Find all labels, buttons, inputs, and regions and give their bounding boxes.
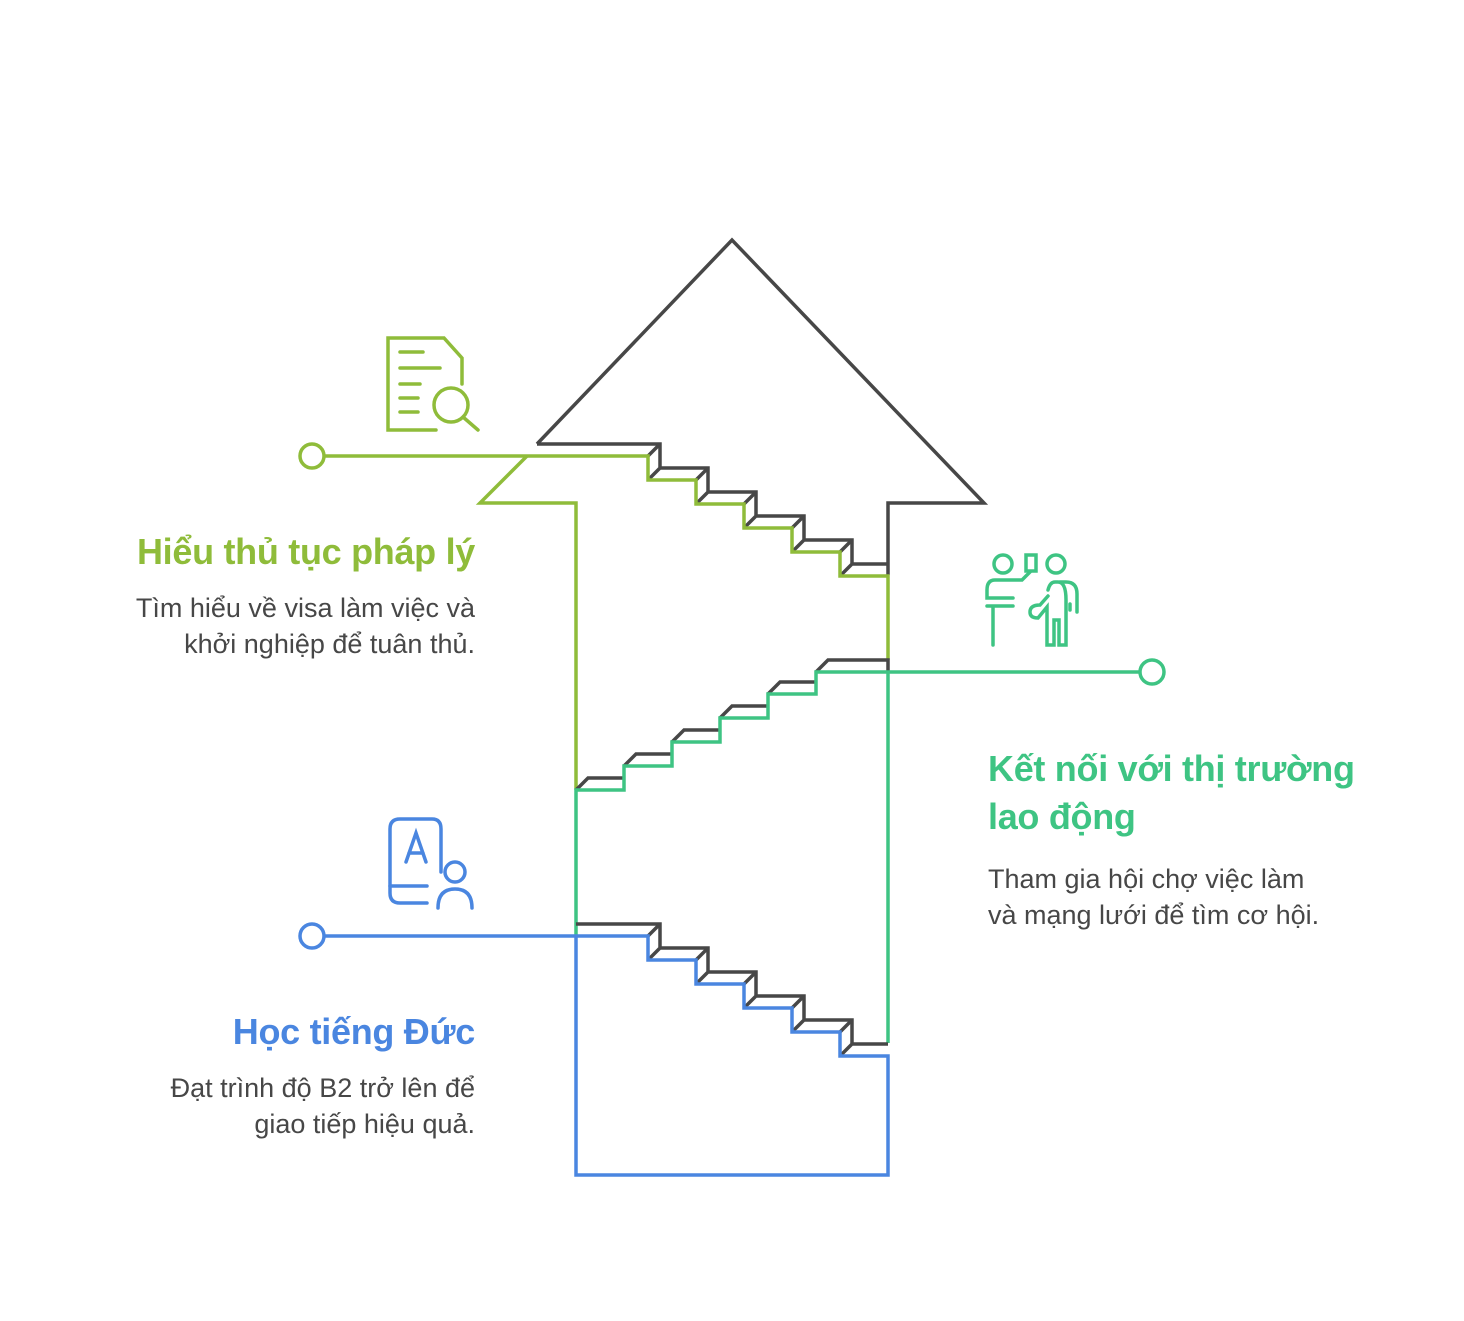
document-search-icon — [386, 336, 480, 432]
market-connector-dot — [1138, 658, 1166, 686]
description-line: Tham gia hội chợ việc làm — [988, 864, 1305, 894]
legal-connector-line — [325, 454, 890, 660]
language-connector-dot — [298, 922, 326, 950]
arrow-head-outline — [535, 237, 989, 575]
description-line: giao tiếp hiệu quả. — [254, 1109, 475, 1139]
language-step-title: Học tiếng Đức — [232, 1011, 476, 1052]
legal-step-text: Hiểu thủ tục pháp lý Tìm hiểu về visa là… — [136, 528, 475, 662]
language-learner-icon — [388, 817, 474, 910]
lower-stairs-outline — [576, 922, 888, 1058]
description-line: Đạt trình độ B2 trở lên để — [170, 1073, 475, 1103]
market-step-description: Tham gia hội chợ việc làm và mạng lưới đ… — [988, 861, 1355, 933]
title-line: Kết nối với thị trường — [988, 748, 1355, 789]
legal-step-description: Tìm hiểu về visa làm việc và khởi nghiệp… — [136, 590, 475, 662]
title-line: lao động — [988, 796, 1136, 837]
description-line: khởi nghiệp để tuân thủ. — [184, 629, 475, 659]
market-step-title: Kết nối với thị trường lao động — [988, 745, 1355, 841]
legal-step-title: Hiểu thủ tục pháp lý — [136, 531, 475, 572]
legal-connector-dot — [298, 442, 326, 470]
language-step-text: Học tiếng Đức Đạt trình độ B2 trở lên để… — [171, 1008, 476, 1142]
upper-stairs-outline — [537, 442, 888, 578]
market-stairs-line — [574, 670, 1140, 1043]
middle-stairs-outline — [574, 658, 890, 792]
legal-arrow-wing — [475, 454, 578, 790]
language-step-description: Đạt trình độ B2 trở lên để giao tiếp hiệ… — [171, 1070, 475, 1142]
description-line: và mạng lưới để tìm cơ hội. — [988, 900, 1320, 930]
description-line: Tìm hiểu về visa làm việc và — [135, 593, 475, 623]
market-step-text: Kết nối với thị trường lao động Tham gia… — [988, 745, 1355, 933]
presenter-meeting-icon — [985, 553, 1079, 647]
language-connector-line — [325, 934, 890, 1177]
